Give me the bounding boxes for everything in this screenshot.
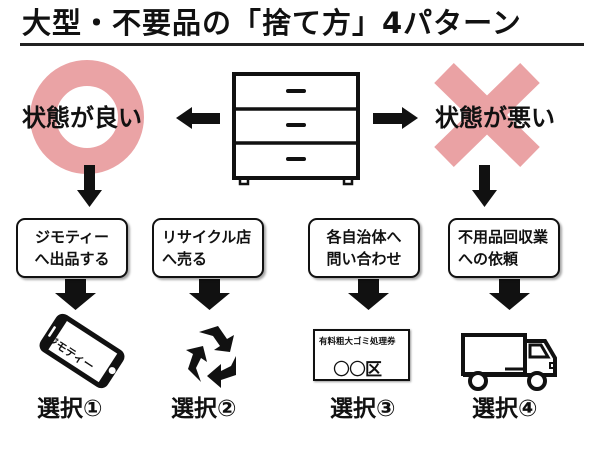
arrow-right-icon	[373, 107, 418, 129]
option-box-collection-service: 不用品回収業 への依頼	[448, 218, 560, 278]
recycle-icon	[186, 326, 236, 388]
truck-icon	[461, 333, 557, 391]
cross-ng-icon	[434, 62, 540, 168]
ticket-icon: 有料粗大ゴミ処理券 〇〇区	[313, 329, 410, 381]
page-title: 大型・不要品の「捨て方」4パターン	[22, 6, 522, 40]
condition-bad-label: 状態が悪い	[435, 104, 555, 132]
arrow-down-icon	[77, 165, 102, 207]
ticket-ward-name: 〇〇	[333, 360, 366, 380]
select-label-4: 選択④	[472, 396, 538, 422]
condition-good-label: 状態が良い	[22, 104, 142, 132]
arrow-down-icon	[189, 279, 230, 310]
option-line: 不用品回収業	[458, 228, 549, 246]
option-box-municipality: 各自治体へ 問い合わせ	[308, 218, 420, 278]
option-line: リサイクル店	[162, 228, 252, 246]
arrow-down-icon	[348, 279, 389, 310]
option-box-recycle-shop: リサイクル店 へ売る	[152, 218, 264, 278]
circle-ok-icon	[30, 60, 144, 174]
select-label-3: 選択③	[330, 396, 396, 422]
smartphone-icon	[39, 313, 125, 389]
option-line: へ出品する	[34, 250, 110, 268]
option-line: への依頼	[458, 250, 519, 268]
title-underline	[20, 43, 584, 46]
ticket-ward-suffix: 区	[365, 360, 382, 380]
option-box-jmty: ジモティー へ出品する	[16, 218, 128, 278]
arrow-down-icon	[55, 279, 96, 310]
option-line: へ売る	[162, 250, 208, 268]
option-line: ジモティー	[34, 228, 110, 246]
ticket-title: 有料粗大ゴミ処理券	[319, 337, 396, 347]
select-label-1: 選択①	[37, 396, 103, 422]
option-line: 各自治体へ	[326, 228, 402, 246]
option-line: 問い合わせ	[326, 250, 402, 268]
select-label-2: 選択②	[171, 396, 237, 422]
arrow-down-icon	[489, 279, 530, 310]
arrow-left-icon	[176, 107, 220, 129]
arrow-down-icon	[472, 165, 497, 207]
chest-of-drawers-icon	[232, 72, 360, 186]
ticket-ward: 〇〇区	[333, 355, 382, 380]
